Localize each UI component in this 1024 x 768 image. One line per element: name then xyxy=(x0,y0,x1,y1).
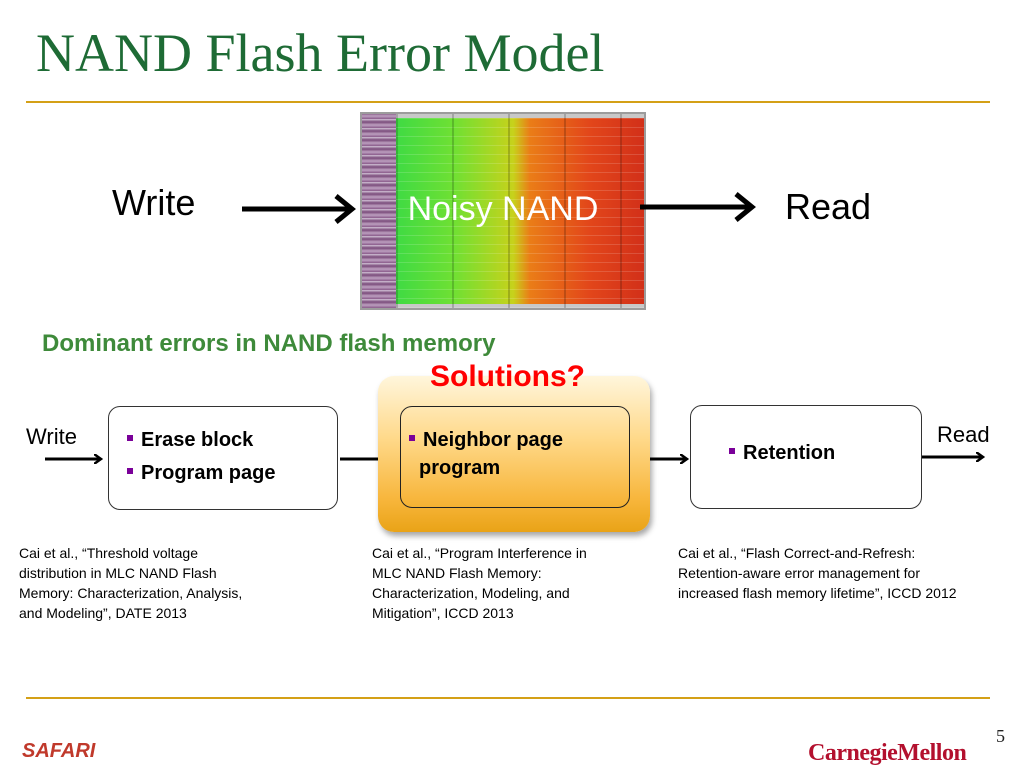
chip-label: Noisy NAND xyxy=(407,190,599,228)
slide-title: NAND Flash Error Model xyxy=(36,23,605,83)
item-erase-block: Erase block xyxy=(141,429,254,451)
citation-line: Mitigation”, ICCD 2013 xyxy=(372,605,514,621)
item-neighbor-page: Neighbor page xyxy=(423,429,564,451)
chip-grid-overlay xyxy=(396,114,644,308)
citation-line: distribution in MLC NAND Flash xyxy=(19,565,217,581)
citation-line: increased flash memory lifetime”, ICCD 2… xyxy=(678,585,957,601)
footer-divider xyxy=(26,697,990,699)
citation-2: Cai et al., “Program Interference in MLC… xyxy=(372,543,672,623)
safari-logo: SAFARI xyxy=(22,740,96,762)
solutions-highlight xyxy=(378,376,650,532)
citation-line: Cai et al., “Flash Correct-and-Refresh: xyxy=(678,545,916,561)
list-item: Erase block xyxy=(127,429,253,452)
citation-1: Cai et al., “Threshold voltage distribut… xyxy=(19,543,339,623)
citation-line: MLC NAND Flash Memory: xyxy=(372,565,542,581)
citation-line: Cai et al., “Threshold voltage xyxy=(19,545,198,561)
item-retention: Retention xyxy=(743,442,836,464)
cmu-logo: CarnegieMellon xyxy=(808,740,967,766)
top-read-label: Read xyxy=(785,186,872,227)
page-number: 5 xyxy=(996,726,1005,746)
citation-line: Memory: Characterization, Analysis, xyxy=(19,585,243,601)
solutions-label: Solutions? xyxy=(430,360,585,393)
nand-chip-image: Noisy NAND xyxy=(360,112,646,310)
bullet-icon xyxy=(127,434,133,441)
bullet-icon xyxy=(127,467,133,474)
citation-line: Retention-aware error management for xyxy=(678,565,921,581)
chip-die xyxy=(372,118,644,304)
citation-line: Characterization, Modeling, and xyxy=(372,585,570,601)
item-program-continuation: program xyxy=(419,457,501,479)
top-write-label: Write xyxy=(112,182,196,223)
list-item: Program page xyxy=(127,462,275,485)
citation-line: and Modeling”, DATE 2013 xyxy=(19,605,187,621)
bullet-icon xyxy=(409,434,415,441)
flow-write-label: Write xyxy=(26,424,77,449)
citation-line: Cai et al., “Program Interference in xyxy=(372,545,587,561)
error-box-erase-program: Erase block Program page xyxy=(108,406,338,510)
error-box-retention: Retention xyxy=(690,405,922,509)
subtitle: Dominant errors in NAND flash memory xyxy=(42,330,496,357)
flow-read-label: Read xyxy=(937,422,990,447)
chip-io-strip xyxy=(362,114,396,308)
error-box-neighbor: Neighbor page program xyxy=(400,406,630,508)
item-program-page: Program page xyxy=(141,462,276,484)
bullet-icon xyxy=(729,447,735,454)
list-item: Neighbor page xyxy=(409,429,563,452)
citation-3: Cai et al., “Flash Correct-and-Refresh: … xyxy=(678,543,1020,603)
title-divider xyxy=(26,101,990,103)
list-item: Retention xyxy=(729,442,835,465)
